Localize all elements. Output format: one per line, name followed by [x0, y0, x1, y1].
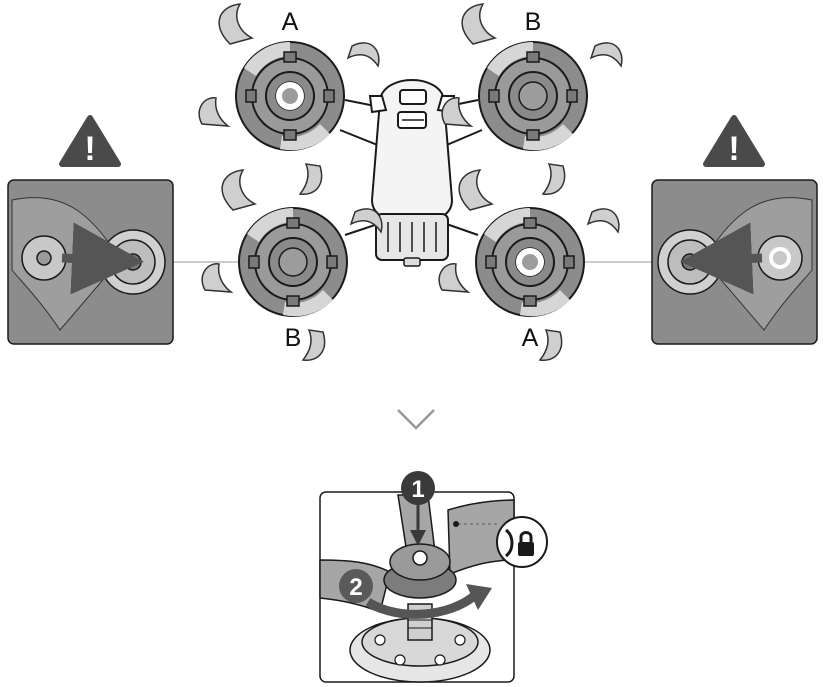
step-badge-2 — [339, 569, 373, 603]
detail-panel-bottom — [319, 491, 515, 683]
detail-panel-left — [7, 179, 174, 345]
drone-body — [339, 78, 483, 267]
chevron-down-icon — [397, 409, 435, 430]
warning-glyph-right: ! — [728, 130, 739, 168]
warning-glyph-left: ! — [84, 130, 95, 168]
step-badge-1 — [401, 471, 435, 505]
marked-ring-top-left — [276, 82, 304, 110]
arrow-icon — [466, 584, 492, 610]
step-number-2: 2 — [349, 574, 362, 601]
warning-triangle-icon: ! — [703, 115, 765, 168]
detail-panel-right — [651, 179, 818, 345]
arrow-icon — [680, 222, 763, 295]
label-top-right: B — [525, 8, 542, 36]
label-top-left: A — [282, 8, 299, 36]
lock-icon — [496, 516, 548, 568]
arrow-icon — [61, 222, 144, 295]
warning-triangle-icon: ! — [59, 115, 121, 168]
step-number-1: 1 — [411, 476, 424, 503]
marked-ring-bottom-right — [516, 248, 544, 276]
label-bottom-right: A — [522, 324, 539, 352]
label-bottom-left: B — [285, 324, 302, 352]
